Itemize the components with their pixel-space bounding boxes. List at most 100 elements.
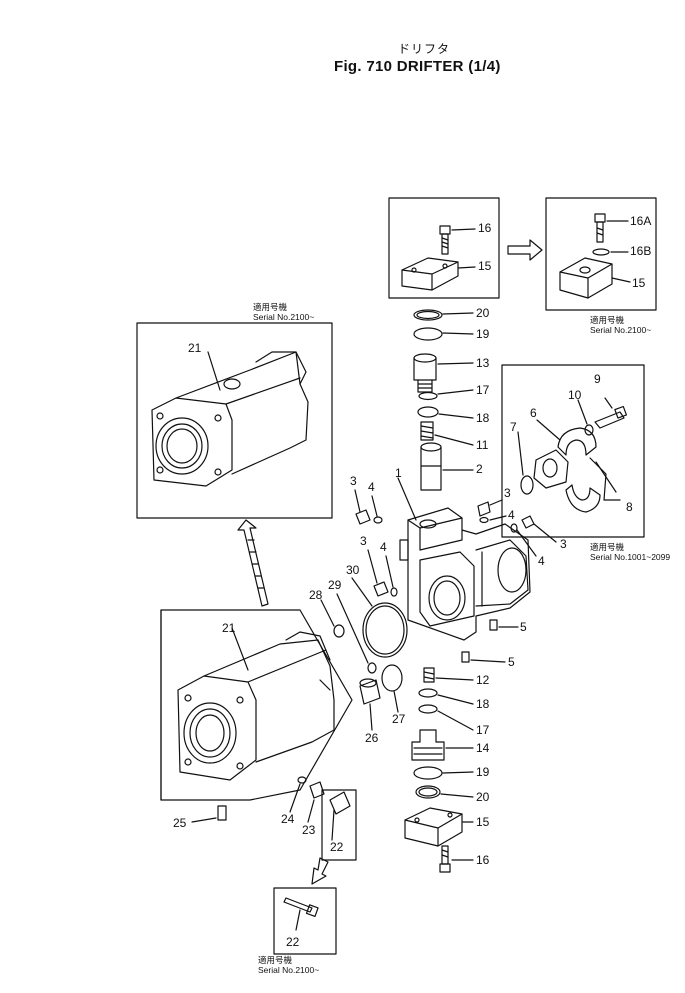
callout-3: 3	[350, 474, 357, 488]
ring-29	[336, 593, 377, 674]
valve-22	[321, 789, 357, 861]
applicable-label: 適用号機	[258, 955, 293, 965]
washer-10	[577, 399, 594, 436]
leader-line	[319, 679, 331, 691]
callout-17: 17	[476, 723, 490, 737]
callout-29: 29	[328, 578, 342, 592]
callout-12: 12	[476, 673, 490, 687]
serial-range: Serial No.2100~	[590, 325, 652, 335]
serial-note-top-right: 適用号機 Serial No.2100~	[590, 315, 651, 335]
o-ring-20-upper	[413, 309, 474, 321]
callout-20: 20	[476, 306, 490, 320]
callout-5: 5	[508, 655, 515, 669]
rear-cylinder-21	[160, 609, 353, 801]
ring-17-upper	[418, 389, 474, 401]
inset-box-valve-new	[273, 887, 337, 955]
ring-18-lower	[418, 688, 474, 705]
down-arrow-icon	[311, 857, 329, 885]
callout-3: 3	[504, 486, 511, 500]
callout-27: 27	[392, 712, 406, 726]
callout-13: 13	[476, 356, 490, 370]
serial-range: Serial No.2100~	[253, 312, 315, 322]
callout-4: 4	[368, 480, 375, 494]
plug-3-left	[367, 549, 389, 597]
serial-note-bottom: 適用号機 Serial No.2100~	[258, 955, 319, 975]
plug-25	[191, 805, 227, 823]
callout-10: 10	[568, 388, 582, 402]
cover-plate-15-lower	[404, 807, 474, 847]
figure-title-japanese: ドリフタ	[398, 42, 451, 56]
ring-4-right	[510, 523, 537, 557]
plug-3-right-upper	[477, 499, 503, 517]
callout-2: 2	[476, 462, 483, 476]
spring-12	[423, 667, 474, 683]
ring-4-right-upper	[479, 515, 507, 524]
callout-15: 15	[632, 276, 646, 290]
callout-18: 18	[476, 411, 490, 425]
valve-14	[411, 729, 474, 761]
inset-box-clamp	[501, 364, 645, 538]
callout-16: 16	[476, 853, 490, 867]
callout-21: 21	[188, 341, 202, 355]
bolt-16-lower	[439, 845, 474, 873]
ring-17-lower	[418, 704, 474, 731]
callout-25: 25	[173, 816, 187, 830]
callout-23: 23	[302, 823, 316, 837]
plug-5-upper	[489, 619, 519, 631]
serial-range: Serial No.2100~	[258, 965, 320, 975]
cover-plate-15-inset	[401, 257, 476, 291]
callout-15: 15	[476, 815, 490, 829]
washer-16B-inset	[592, 248, 629, 256]
callout-15: 15	[478, 259, 492, 273]
ring-19-lower	[413, 766, 474, 780]
callout-11: 11	[476, 438, 489, 452]
bolt-9	[594, 397, 628, 429]
serial-range: Serial No.1001~2099	[590, 552, 671, 562]
callout-16B: 16B	[630, 244, 652, 258]
callout-18: 18	[476, 697, 490, 711]
callout-20: 20	[476, 790, 490, 804]
callout-3: 3	[560, 537, 567, 551]
bushing-26	[359, 678, 381, 731]
applicable-label: 適用号機	[253, 302, 288, 312]
o-ring-30	[351, 577, 408, 658]
ring-24	[289, 776, 307, 813]
assembly-arrow-icon	[237, 519, 269, 607]
callout-30: 30	[346, 563, 360, 577]
snap-ring-27	[381, 664, 403, 713]
callout-21: 21	[222, 621, 236, 635]
ring-28	[320, 599, 345, 638]
callout-9: 9	[594, 372, 601, 386]
applicable-label: 適用号機	[590, 542, 625, 552]
clamp-6-upper	[536, 419, 597, 456]
bolt-16-inset	[439, 225, 476, 255]
spring-11	[420, 421, 474, 446]
ring-4-left-upper	[371, 495, 383, 524]
callout-17: 17	[476, 383, 490, 397]
ring-19-upper	[413, 327, 474, 341]
callout-8: 8	[626, 500, 633, 514]
plug-13	[413, 353, 474, 393]
inset-box-rear-cylinder	[136, 322, 333, 519]
callout-22: 22	[286, 935, 300, 949]
callout-16: 16	[478, 221, 492, 235]
plug-3-right	[521, 515, 557, 543]
valve-22-new	[283, 897, 319, 931]
callout-6: 6	[530, 406, 537, 420]
ring-18-upper	[417, 406, 474, 419]
inset-box-bolt-cover	[388, 197, 500, 299]
serial-note-top-left: 適用号機 Serial No.2100~	[253, 302, 314, 322]
callout-26: 26	[365, 731, 379, 745]
callout-7: 7	[510, 420, 517, 434]
callout-19: 19	[476, 327, 490, 341]
flange-7	[517, 431, 569, 495]
bolt-16A-inset	[594, 213, 629, 243]
callout-19: 19	[476, 765, 490, 779]
inset-box-bolt-cover-new	[545, 197, 657, 311]
ring-4-left	[385, 555, 398, 597]
callout-14: 14	[476, 741, 490, 755]
callout-4: 4	[508, 508, 515, 522]
callout-16A: 16A	[630, 214, 652, 228]
